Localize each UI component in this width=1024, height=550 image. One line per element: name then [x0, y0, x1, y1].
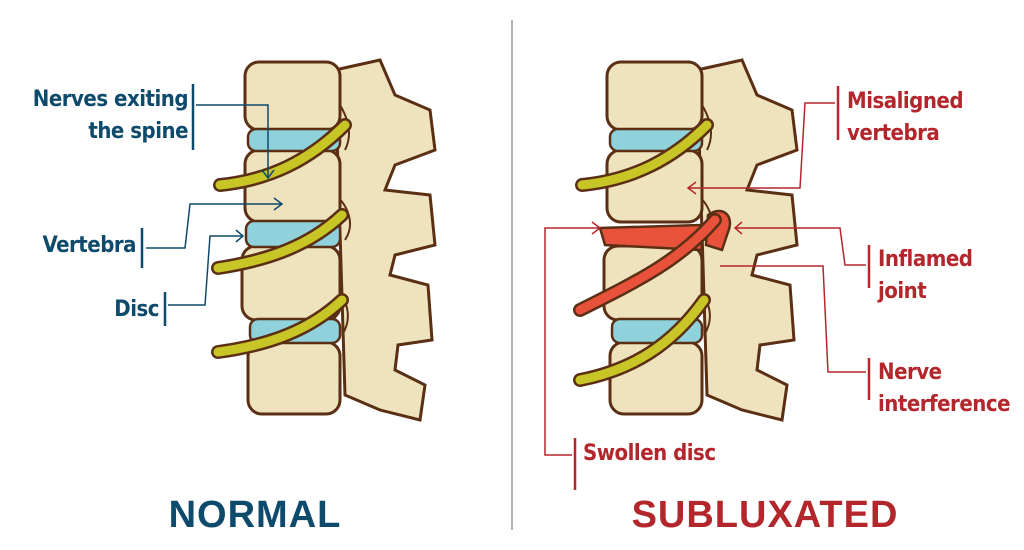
label-inflamed-joint: Inflamed joint: [878, 244, 973, 308]
label-swollen-disc: Swollen disc: [583, 441, 716, 466]
label-nerves-exiting: Nerves exiting the spine: [20, 84, 189, 148]
label-line: interference: [878, 392, 1011, 417]
title-subluxated: SUBLUXATED: [631, 494, 899, 536]
subluxated-spine: [544, 58, 871, 490]
label-line: the spine: [88, 119, 188, 144]
label-nerve-interference: Nerve interference: [878, 357, 1011, 421]
subluxated-leader-lines: [544, 102, 866, 456]
label-line: Nerve: [878, 360, 942, 385]
normal-spine: [140, 58, 437, 422]
title-normal: NORMAL: [168, 494, 342, 536]
label-line: joint: [878, 279, 927, 304]
label-misaligned-vertebra: Misaligned vertebra: [847, 86, 964, 150]
label-line: Misaligned: [847, 89, 964, 114]
label-disc: Disc: [114, 297, 159, 322]
normal-leader-lines: [146, 104, 284, 306]
label-line: vertebra: [847, 121, 940, 146]
label-line: Nerves exiting: [32, 87, 189, 112]
label-vertebra: Vertebra: [42, 233, 137, 258]
label-line: Inflamed: [878, 247, 973, 272]
